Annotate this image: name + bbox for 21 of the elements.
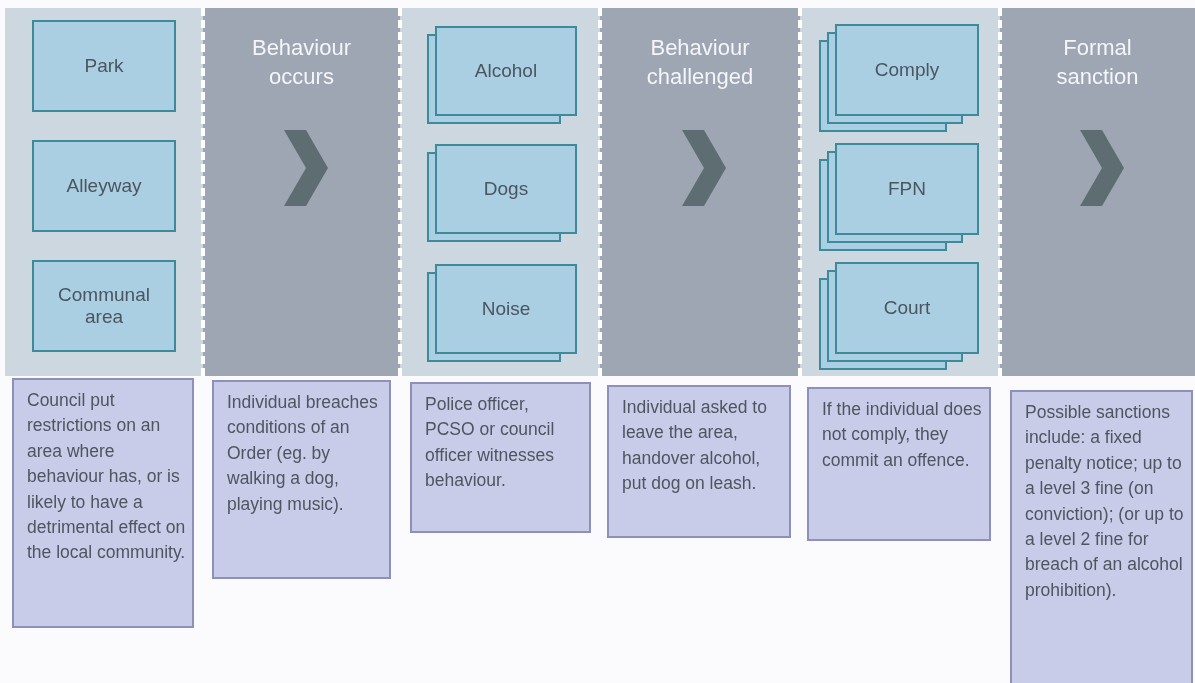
description-box: Police officer, PCSO or council officer witnesses behaviour. xyxy=(410,382,591,533)
stage-heading: Formal sanction xyxy=(1055,34,1140,91)
option-box: Court xyxy=(835,262,979,354)
option-box: FPN xyxy=(835,143,979,235)
description-box: If the individual does not comply, they commit an offence. xyxy=(807,387,991,541)
option-box: Alleyway xyxy=(32,140,176,232)
option-box: Dogs xyxy=(435,144,577,234)
option-box: Comply xyxy=(835,24,979,116)
option-box: Noise xyxy=(435,264,577,354)
description-box: Individual asked to leave the area, handover alcohol, put dog on leash. xyxy=(607,385,791,538)
option-box: Park xyxy=(32,20,176,112)
stage-band xyxy=(600,8,800,376)
stage-heading: Behaviour challenged xyxy=(645,34,755,91)
stage-heading: Behaviour occurs xyxy=(250,34,353,91)
stage-band xyxy=(203,8,400,376)
option-box: Communal area xyxy=(32,260,176,352)
description-box: Possible sanctions include: a fixed penalty notice; up to a level 3 fine (on conviction); (or up to a level 2 fine for breach of an alcohol prohibition). xyxy=(1010,390,1193,683)
description-box: Council put restrictions on an area where behaviour has, or is likely to have a detrimental effect on the local community. xyxy=(12,378,194,628)
option-box: Alcohol xyxy=(435,26,577,116)
stage-band xyxy=(1000,8,1195,376)
description-box: Individual breaches conditions of an Order (eg. by walking a dog, playing music). xyxy=(212,380,391,579)
